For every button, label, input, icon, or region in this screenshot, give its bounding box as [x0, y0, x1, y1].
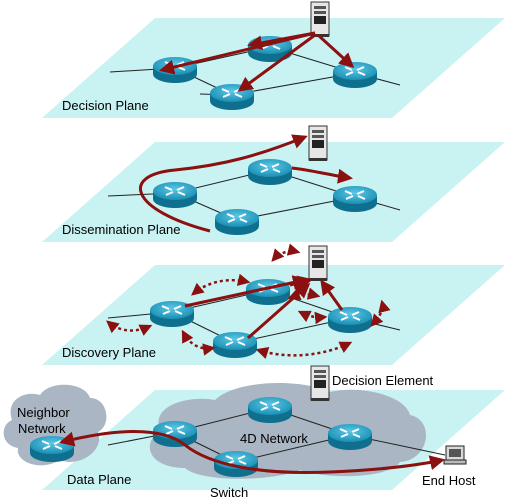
data-plane-label: Data Plane: [67, 472, 131, 487]
switch-label: Switch: [210, 485, 248, 500]
dissemination-plane: Dissemination Plane: [42, 125, 505, 242]
neighbor-network-label-line1: Neighbor: [17, 405, 70, 420]
decision-element-label: Decision Element: [332, 373, 434, 388]
data-plane: Decision Element 4D Network Neighbor Net…: [3, 365, 505, 500]
4d-network-label: 4D Network: [240, 431, 308, 446]
dissemination-plane-label: Dissemination Plane: [62, 222, 181, 237]
discovery-plane: Discovery Plane: [42, 243, 505, 365]
decision-plane-label: Decision Plane: [62, 98, 149, 113]
neighbor-network-label-line2: Network: [18, 421, 66, 436]
discovery-plane-label: Discovery Plane: [62, 345, 156, 360]
decision-plane: Decision Plane: [42, 1, 505, 118]
end-host-label: End Host: [422, 473, 476, 488]
